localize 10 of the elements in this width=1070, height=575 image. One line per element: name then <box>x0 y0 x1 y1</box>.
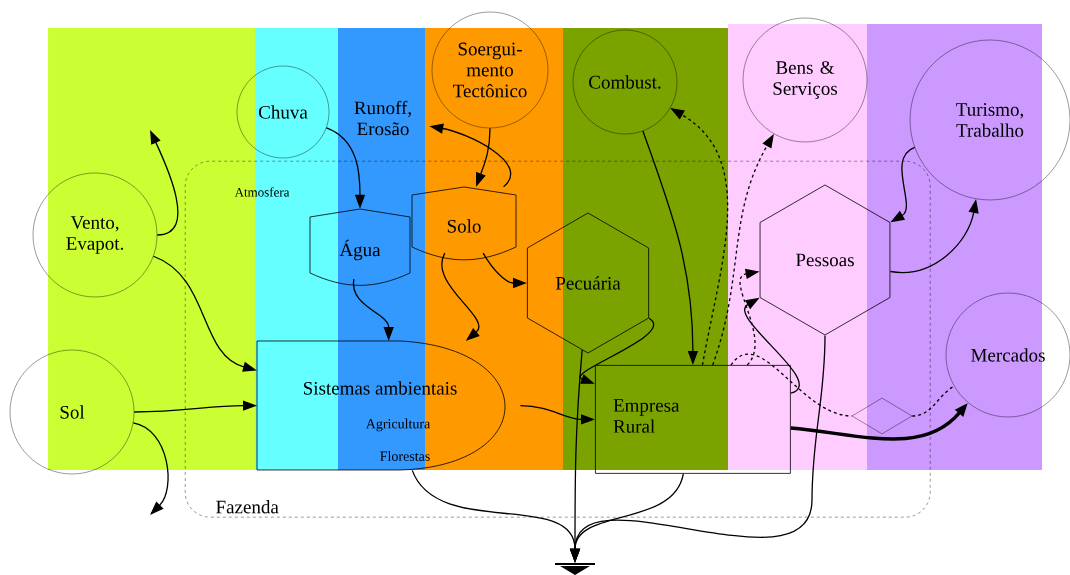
storage-tank: Solo <box>411 186 517 261</box>
diamond-symbol <box>851 397 913 435</box>
consumer-hexagon: Pessoas <box>759 184 891 336</box>
process-box: Empresa Rural <box>595 365 791 474</box>
heat-sink <box>554 563 596 575</box>
arrow <box>441 252 480 341</box>
storage-tank: Água <box>309 208 411 286</box>
arrow <box>132 422 169 515</box>
arrow <box>579 317 655 384</box>
flow-label: Runoff, Erosão <box>354 100 411 136</box>
